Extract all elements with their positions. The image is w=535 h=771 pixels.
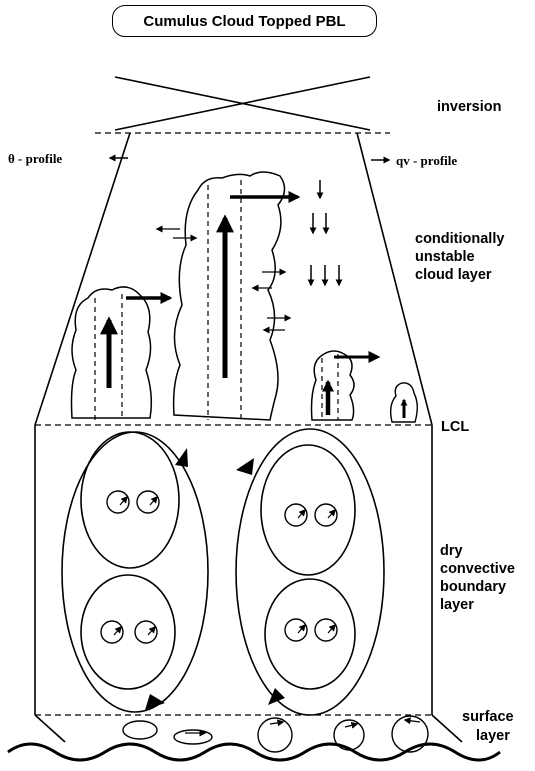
dry-layer-label-line: convective bbox=[440, 561, 515, 577]
eddy-cell bbox=[261, 445, 355, 575]
pbl-outline bbox=[35, 77, 462, 742]
eddy-cell bbox=[81, 432, 179, 568]
theta-profile-label: θ - profile bbox=[8, 151, 62, 166]
surface-layer-label-line: layer bbox=[476, 728, 510, 744]
cloud-layer-left-edge bbox=[35, 133, 130, 425]
surface-right-edge bbox=[432, 715, 462, 742]
subsidence-arrows bbox=[311, 180, 339, 285]
eddy-cell bbox=[265, 579, 355, 689]
surface-layer-label-line: surface bbox=[462, 709, 514, 725]
cumulus-cloud-tiny bbox=[391, 383, 418, 422]
dry-layer-label-line: dry bbox=[440, 543, 463, 559]
cumulus-cloud-small bbox=[312, 351, 379, 420]
inversion-label: inversion bbox=[437, 99, 501, 115]
cumulus-cloud-left bbox=[72, 287, 171, 420]
cloud-layer-label-line: conditionally bbox=[415, 231, 504, 247]
lcl-label: LCL bbox=[441, 419, 469, 435]
cloud-layer-label-line: unstable bbox=[415, 249, 475, 265]
large-convective-cell-right bbox=[236, 429, 384, 715]
cumulus-cloud-tall bbox=[174, 172, 298, 420]
cloud-layer-label-line: cloud layer bbox=[415, 267, 492, 283]
dry-layer-label-line: layer bbox=[440, 597, 474, 613]
ground-surface bbox=[8, 744, 500, 760]
dry-layer-label-line: boundary bbox=[440, 579, 506, 595]
surface-left-edge bbox=[35, 715, 65, 742]
convective-cells bbox=[62, 429, 384, 715]
qv-profile-label: qv - profile bbox=[396, 153, 457, 168]
eddy-cell bbox=[81, 575, 175, 689]
